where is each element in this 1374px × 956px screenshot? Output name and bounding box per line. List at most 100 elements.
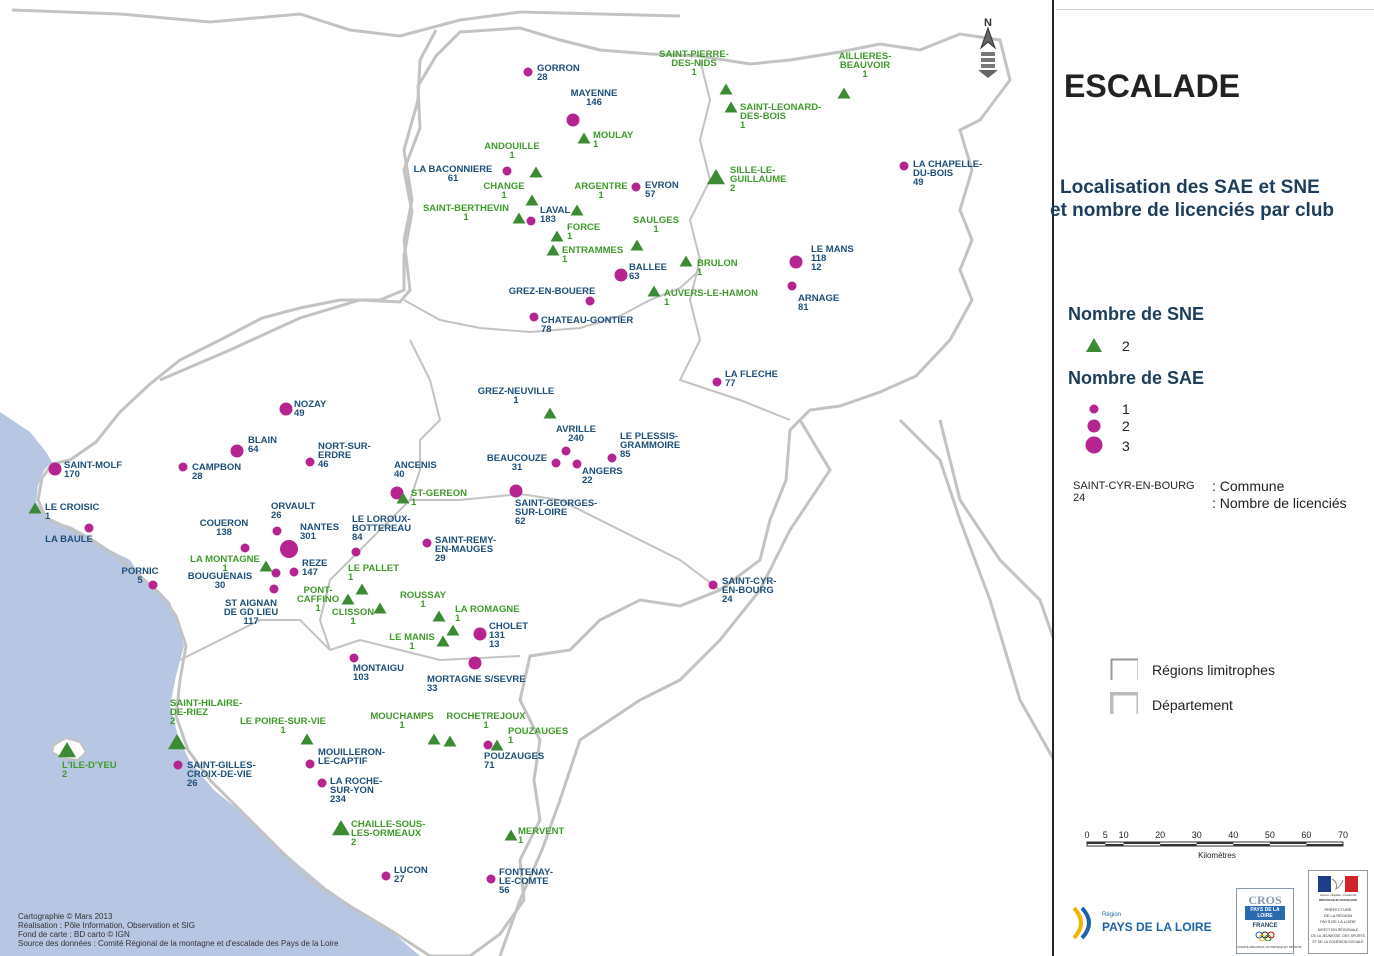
sne-marker[interactable] [28, 502, 42, 514]
sae-marker[interactable] [572, 459, 582, 469]
sne-marker[interactable] [168, 734, 186, 750]
sne-marker[interactable] [341, 593, 355, 605]
sae-marker[interactable] [566, 113, 580, 127]
sne-marker[interactable] [490, 739, 504, 751]
sne-marker[interactable] [630, 239, 644, 251]
site-grez-en-bouere[interactable]: GREZ-EN-BOUERE [509, 286, 596, 306]
sne-marker[interactable] [436, 635, 450, 647]
sae-marker[interactable] [240, 543, 250, 553]
sne-marker[interactable] [443, 735, 457, 747]
sae-marker[interactable] [280, 540, 298, 558]
sae-marker[interactable] [523, 67, 533, 77]
sae-marker[interactable] [48, 462, 62, 476]
site-mouilleron-le-captif[interactable]: MOUILLERON-LE-CAPTIF [305, 747, 386, 769]
sne-marker[interactable] [332, 820, 350, 836]
sae-marker[interactable] [561, 446, 571, 456]
sne-marker[interactable] [546, 244, 560, 256]
sae-marker[interactable] [173, 760, 183, 770]
sae-marker[interactable] [148, 580, 158, 590]
sae-marker[interactable] [381, 871, 391, 881]
sne-marker[interactable] [647, 285, 661, 297]
sae-marker[interactable] [502, 166, 512, 176]
sae-marker[interactable] [84, 523, 94, 533]
sae-marker[interactable] [789, 255, 803, 269]
sae-marker[interactable] [349, 653, 359, 663]
sae-marker[interactable] [279, 402, 293, 416]
sne-marker[interactable] [300, 733, 314, 745]
sne-marker[interactable] [355, 583, 369, 595]
sne-marker[interactable] [707, 169, 725, 185]
sae-marker[interactable] [269, 584, 279, 594]
sae-marker[interactable] [305, 759, 315, 769]
sae-marker[interactable] [899, 161, 909, 171]
sne-marker[interactable] [504, 829, 518, 841]
sne-marker[interactable] [837, 87, 851, 99]
sne-marker[interactable] [719, 83, 733, 95]
sne-marker[interactable] [58, 742, 76, 758]
sae-marker[interactable] [473, 627, 487, 641]
sae-marker[interactable] [230, 444, 244, 458]
sae-marker[interactable] [585, 296, 595, 306]
sae-marker[interactable] [272, 526, 282, 536]
sne-marker[interactable] [512, 212, 526, 224]
sae-marker[interactable] [390, 486, 404, 500]
sae-marker[interactable] [509, 484, 523, 498]
sne-marker[interactable] [577, 132, 591, 144]
sne-marker[interactable] [446, 624, 460, 636]
sne-marker[interactable] [543, 407, 557, 419]
sae-marker[interactable] [486, 874, 496, 884]
sae-marker[interactable] [271, 568, 281, 578]
sne-marker[interactable] [529, 166, 543, 178]
sne-marker[interactable] [525, 194, 539, 206]
